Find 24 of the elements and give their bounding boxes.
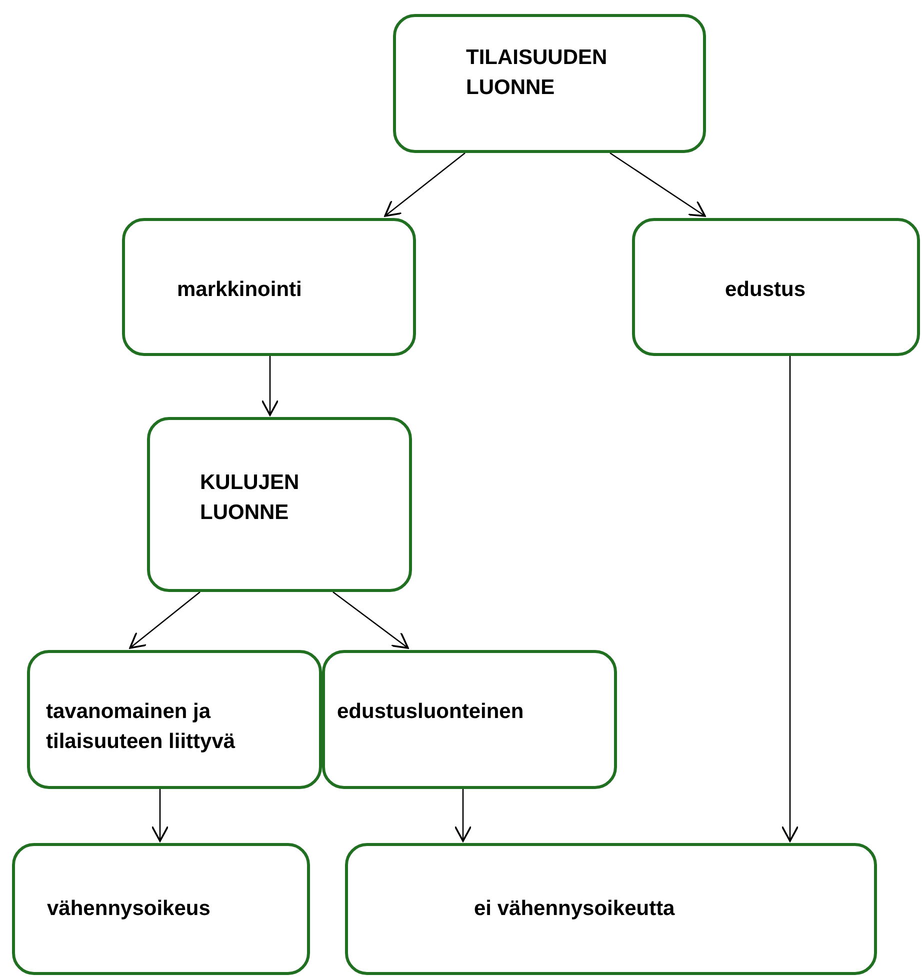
- rounded-box: [12, 843, 310, 975]
- rounded-box: [632, 218, 920, 356]
- box-label: tavanomainen ja tilaisuuteen liittyvä: [46, 699, 236, 756]
- box-label: TILAISUUDEN LUONNE: [466, 45, 608, 102]
- rounded-box: [345, 843, 877, 975]
- box-label: edustusluonteinen: [337, 699, 525, 725]
- rounded-box: [322, 650, 617, 789]
- rounded-box: [122, 218, 416, 356]
- box-label: edustus: [725, 277, 807, 303]
- arrow: [610, 152, 706, 217]
- arrow: [261, 356, 279, 416]
- arrow: [384, 152, 466, 217]
- box-label: markkinointi: [177, 277, 303, 303]
- rounded-box: [147, 417, 412, 592]
- arrow: [332, 591, 409, 649]
- box-label: KULUJEN LUONNE: [200, 470, 300, 526]
- rounded-box: [27, 650, 322, 789]
- arrow: [781, 356, 799, 842]
- arrow: [151, 789, 169, 842]
- rounded-box: [393, 14, 706, 153]
- arrow: [129, 592, 200, 649]
- box-label: ei vähennysoikeutta: [474, 896, 676, 922]
- box-label: vähennysoikeus: [47, 896, 212, 922]
- arrow: [454, 789, 472, 842]
